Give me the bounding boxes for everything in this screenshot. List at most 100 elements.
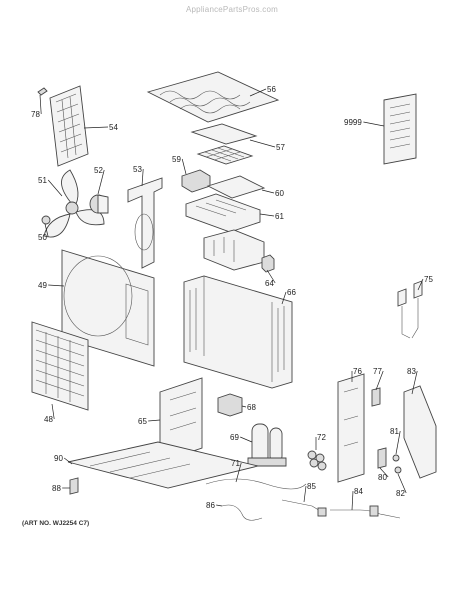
- part-61-control-box[interactable]: [185, 193, 261, 233]
- callout-label-66[interactable]: 66: [287, 288, 296, 297]
- callout-label-57[interactable]: 57: [276, 143, 285, 152]
- part-82-screw[interactable]: [394, 466, 402, 474]
- callout-label-83[interactable]: 83: [407, 367, 416, 376]
- callout-label-56[interactable]: 56: [267, 85, 276, 94]
- callout-label-71[interactable]: 71: [231, 459, 240, 468]
- callout-leader-64: [266, 269, 276, 284]
- callout-label-82[interactable]: 82: [396, 489, 405, 498]
- callout-label-64[interactable]: 64: [265, 279, 274, 288]
- callout-leader-85: [303, 485, 307, 503]
- part-64-terminal[interactable]: [261, 254, 275, 273]
- callout-leader-51: [47, 179, 63, 197]
- callout-leader-68: [241, 405, 247, 408]
- part-52-fan-motor[interactable]: [89, 194, 109, 214]
- callout-label-52[interactable]: 52: [94, 166, 103, 175]
- part-76-electrical-panel[interactable]: [337, 373, 365, 483]
- callout-leader-84: [351, 490, 354, 511]
- callout-label-51[interactable]: 51: [38, 176, 47, 185]
- part-77-terminal[interactable]: [371, 387, 381, 407]
- callout-leader-48: [51, 403, 55, 420]
- part-85-sensor-harness[interactable]: [281, 499, 327, 517]
- part-59-component[interactable]: [181, 169, 211, 193]
- site-watermark: AppliancePartsPros.com: [186, 5, 278, 14]
- callout-label-48[interactable]: 48: [44, 415, 53, 424]
- callout-label-84[interactable]: 84: [354, 487, 363, 496]
- callout-leader-50: [44, 223, 49, 238]
- callout-leader-65: [148, 419, 161, 422]
- part-60-board[interactable]: [206, 175, 266, 199]
- callout-layer: 78 54 56 9999 57 53 59 51 52 60 61 50 64 49 75 66 48 65 68…: [31, 85, 433, 511]
- callout-leader-66: [281, 291, 287, 305]
- callout-leader-61: [259, 213, 275, 217]
- callout-leader-54: [83, 126, 109, 129]
- part-9999-manual[interactable]: [383, 93, 417, 165]
- callout-label-53[interactable]: 53: [133, 165, 142, 174]
- callout-label-69[interactable]: 69: [230, 433, 239, 442]
- callout-label-76[interactable]: 76: [353, 367, 362, 376]
- callout-leader-59: [181, 158, 187, 175]
- callout-leader-90: [63, 457, 73, 465]
- callout-leader-80: [379, 467, 389, 478]
- callout-label-80[interactable]: 80: [378, 473, 387, 482]
- callout-leader-86: [216, 504, 223, 507]
- callout-leader-78: [39, 94, 42, 115]
- callout-label-49[interactable]: 49: [38, 281, 47, 290]
- control-box-grid: [196, 145, 254, 165]
- callout-leader-52: [97, 169, 105, 195]
- part-56-top-cover[interactable]: [146, 71, 280, 123]
- callout-leader-69: [240, 436, 253, 443]
- callout-leader-82: [397, 473, 407, 494]
- part-68-capacitor[interactable]: [217, 393, 243, 417]
- part-86-sensor[interactable]: [221, 504, 263, 521]
- callout-label-78[interactable]: 78: [31, 110, 40, 119]
- callout-leader-56: [249, 88, 267, 97]
- callout-leader-53: [141, 168, 144, 187]
- part-81-screw[interactable]: [392, 454, 400, 462]
- part-84-wire-harness[interactable]: [330, 505, 401, 519]
- part-69-compressor[interactable]: [247, 423, 287, 467]
- callout-label-9999[interactable]: 9999: [344, 118, 362, 127]
- part-78-clip[interactable]: [37, 87, 48, 96]
- callout-label-50[interactable]: 50: [38, 233, 47, 242]
- callout-leader-83: [411, 370, 418, 395]
- part-72-grommets[interactable]: [307, 450, 327, 471]
- part-66-condenser-coil[interactable]: [183, 275, 293, 389]
- part-80-connector[interactable]: [377, 447, 387, 469]
- callout-label-75[interactable]: 75: [424, 275, 433, 284]
- callout-label-68[interactable]: 68: [247, 403, 256, 412]
- callout-label-85[interactable]: 85: [307, 482, 316, 491]
- control-bracket: [203, 229, 265, 271]
- callout-label-60[interactable]: 60: [275, 189, 284, 198]
- part-88-bracket[interactable]: [69, 477, 79, 495]
- part-54-filter[interactable]: [49, 85, 89, 167]
- part-83-side-cover[interactable]: [403, 385, 437, 479]
- callout-leader-77: [375, 370, 384, 391]
- callout-label-72[interactable]: 72: [317, 433, 326, 442]
- part-49-front-panel[interactable]: [61, 249, 155, 367]
- callout-label-86[interactable]: 86: [206, 501, 215, 510]
- part-53-motor-mount[interactable]: [127, 177, 163, 269]
- callout-label-81[interactable]: 81: [390, 427, 399, 436]
- callout-label-59[interactable]: 59: [172, 155, 181, 164]
- callout-leader-75: [417, 278, 424, 291]
- part-48-fan-grille[interactable]: [31, 321, 89, 411]
- part-50-nut[interactable]: [41, 215, 51, 225]
- callout-label-90[interactable]: 90: [54, 454, 63, 463]
- callout-label-54[interactable]: 54: [109, 123, 118, 132]
- part-71-tubing[interactable]: [205, 478, 307, 490]
- callout-label-88[interactable]: 88: [52, 484, 61, 493]
- callout-label-65[interactable]: 65: [138, 417, 147, 426]
- part-65-side-panel[interactable]: [159, 377, 203, 463]
- callout-leader-60: [261, 189, 275, 194]
- part-57-plate[interactable]: [190, 123, 258, 145]
- part-51-fan-blade[interactable]: [43, 169, 105, 238]
- callout-leader-49: [48, 284, 65, 287]
- callout-label-61[interactable]: 61: [275, 212, 284, 221]
- art-number: (ART NO. WJ2254 C7): [22, 520, 90, 527]
- callout-leader-57: [249, 139, 276, 148]
- callout-label-77[interactable]: 77: [373, 367, 382, 376]
- callout-leader-81: [395, 430, 401, 455]
- part-90-base-pan[interactable]: [67, 441, 259, 489]
